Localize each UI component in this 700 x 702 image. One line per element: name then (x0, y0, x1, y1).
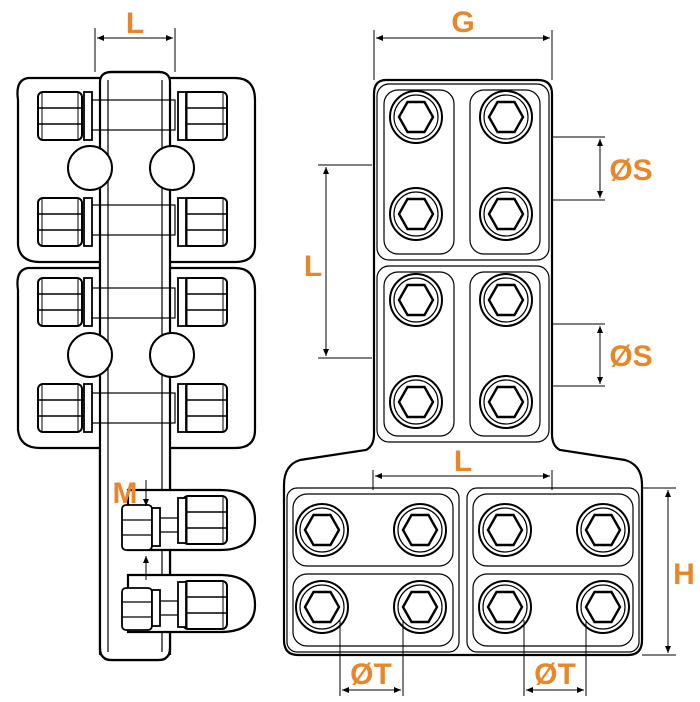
label-s-upper: ØS (609, 154, 652, 187)
side-dimension-m (143, 480, 149, 580)
dimension-t-right (523, 620, 587, 696)
label-s-lower: ØS (609, 340, 652, 373)
dimension-s-lower (552, 323, 605, 387)
label-l-vertical: L (304, 250, 322, 283)
dimension-t-left (339, 620, 404, 696)
dimension-l-horizontal (372, 470, 553, 490)
connector-body (282, 78, 644, 657)
dimension-h (642, 487, 676, 656)
dimension-l-vertical (318, 164, 372, 359)
label-t-right: ØT (534, 658, 576, 691)
label-h: H (673, 558, 695, 591)
label-l-horizontal: L (454, 445, 472, 478)
label-side-m: M (113, 477, 138, 510)
dimension-g (373, 30, 553, 80)
label-g: G (451, 6, 474, 39)
dimension-s-upper (552, 136, 605, 201)
label-side-l: L (126, 7, 144, 40)
front-view (282, 30, 676, 696)
side-dimension-l (94, 28, 176, 72)
label-t-left: ØT (350, 658, 392, 691)
side-view (16, 28, 257, 662)
dimension-labels: L M G L ØS ØS L H ØT ØT (113, 6, 695, 691)
